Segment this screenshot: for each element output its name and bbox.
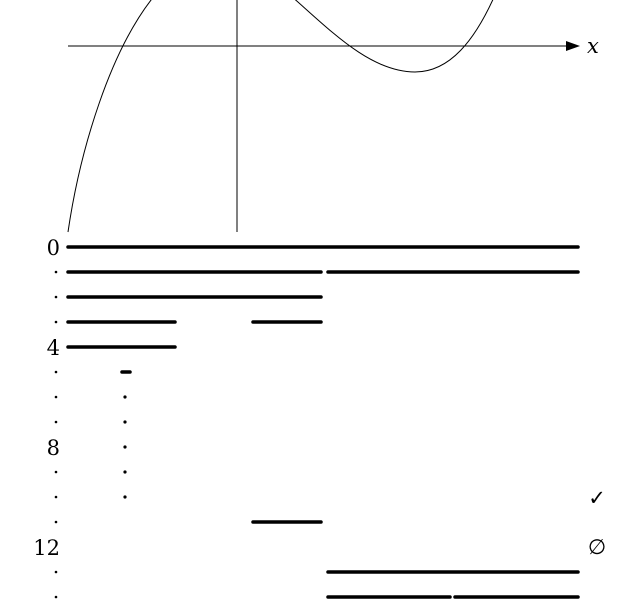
row-dot-markers (54, 270, 58, 599)
row-number: 12 (33, 536, 60, 560)
function-curve (67, 0, 152, 233)
interval-point (123, 470, 127, 474)
row-dot (54, 295, 58, 299)
interval-point (123, 420, 127, 424)
row-dot (54, 570, 58, 574)
interval-bars (66, 245, 580, 599)
row-dot (54, 370, 58, 374)
interval-point (123, 445, 127, 449)
row-dot (54, 395, 58, 399)
interval-point (123, 495, 127, 499)
row-dot (54, 470, 58, 474)
row-number: 8 (47, 436, 60, 460)
x-axis-arrow-icon (566, 41, 580, 51)
row-dot (54, 320, 58, 324)
check-mark-icon: ✓ (588, 486, 606, 510)
empty-set-icon: ∅ (588, 535, 606, 559)
row-dot (54, 595, 58, 599)
function-curve-middle (294, 0, 494, 73)
x-axis-label: x (587, 34, 599, 58)
row-number-labels: 0 4 8 12 (33, 236, 60, 560)
function-plot: x (67, 0, 599, 233)
row-dot (54, 420, 58, 424)
row-number: 0 (47, 236, 60, 260)
interval-point (123, 395, 127, 399)
row-dot (54, 495, 58, 499)
status-marks: ✓ ∅ (588, 486, 606, 559)
row-dot (54, 270, 58, 274)
row-dot (54, 520, 58, 524)
row-number: 4 (47, 336, 60, 360)
